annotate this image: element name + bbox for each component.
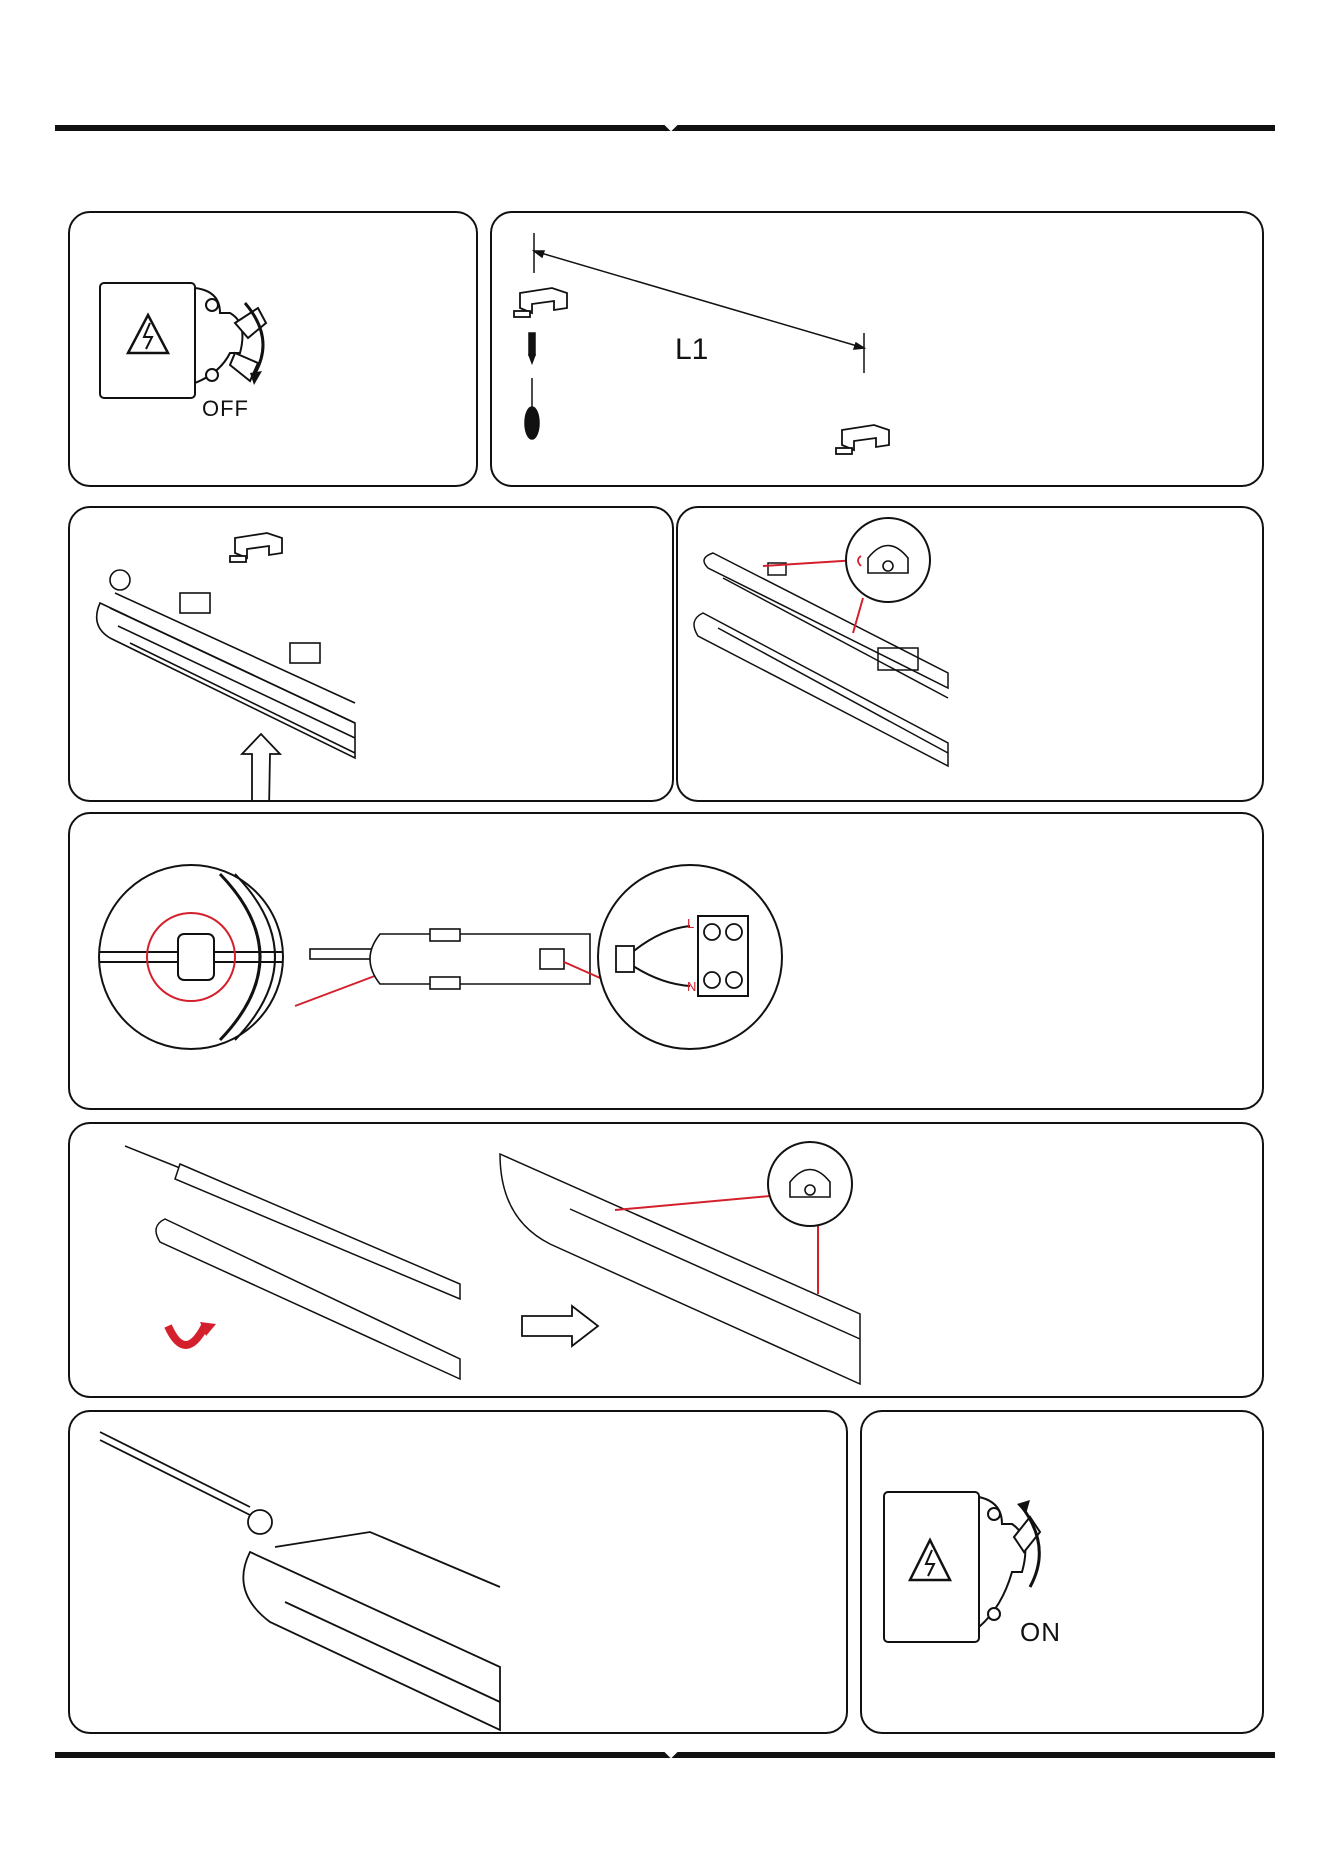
panel-open-cover xyxy=(676,506,1264,802)
attach-clip-illustration xyxy=(70,508,674,802)
screw-icon xyxy=(529,333,535,363)
panel-wiring: L N xyxy=(68,812,1264,1110)
cable-gland-detail-icon xyxy=(99,865,283,1049)
switch-off-label: OFF xyxy=(202,396,249,422)
panel-switch-off: OFF xyxy=(68,211,478,487)
panel-close-cover xyxy=(68,1122,1264,1398)
panel-mounting-brackets: L1 xyxy=(490,211,1264,487)
close-cover-illustration xyxy=(70,1124,1264,1398)
screwdriver-icon xyxy=(525,378,539,439)
open-cover-illustration xyxy=(678,508,1264,802)
terminal-neutral-label: N xyxy=(687,979,696,994)
installed-fixture-illustration xyxy=(70,1412,848,1734)
up-arrow-icon xyxy=(242,734,280,802)
wiring-illustration xyxy=(70,814,1264,1110)
clip-detail-icon xyxy=(768,1142,852,1226)
bracket-icon xyxy=(836,425,889,454)
rotate-arrow-icon xyxy=(168,1322,216,1345)
terminal-block-detail-icon xyxy=(598,865,782,1049)
mounting-illustration xyxy=(492,213,1264,487)
panel-switch-on: ON xyxy=(860,1410,1264,1734)
switch-on-label: ON xyxy=(1020,1617,1061,1648)
panel-installed-fixture xyxy=(68,1410,848,1734)
switch-off-illustration xyxy=(70,213,478,487)
switch-on-illustration xyxy=(862,1412,1264,1734)
panel-attach-clip xyxy=(68,506,674,802)
bracket-icon xyxy=(514,288,567,317)
bracket-icon xyxy=(230,533,282,562)
right-arrow-icon xyxy=(522,1306,598,1346)
terminal-live-label: L xyxy=(687,916,694,931)
clip-detail-icon xyxy=(846,518,930,602)
dimension-label: L1 xyxy=(675,333,708,367)
